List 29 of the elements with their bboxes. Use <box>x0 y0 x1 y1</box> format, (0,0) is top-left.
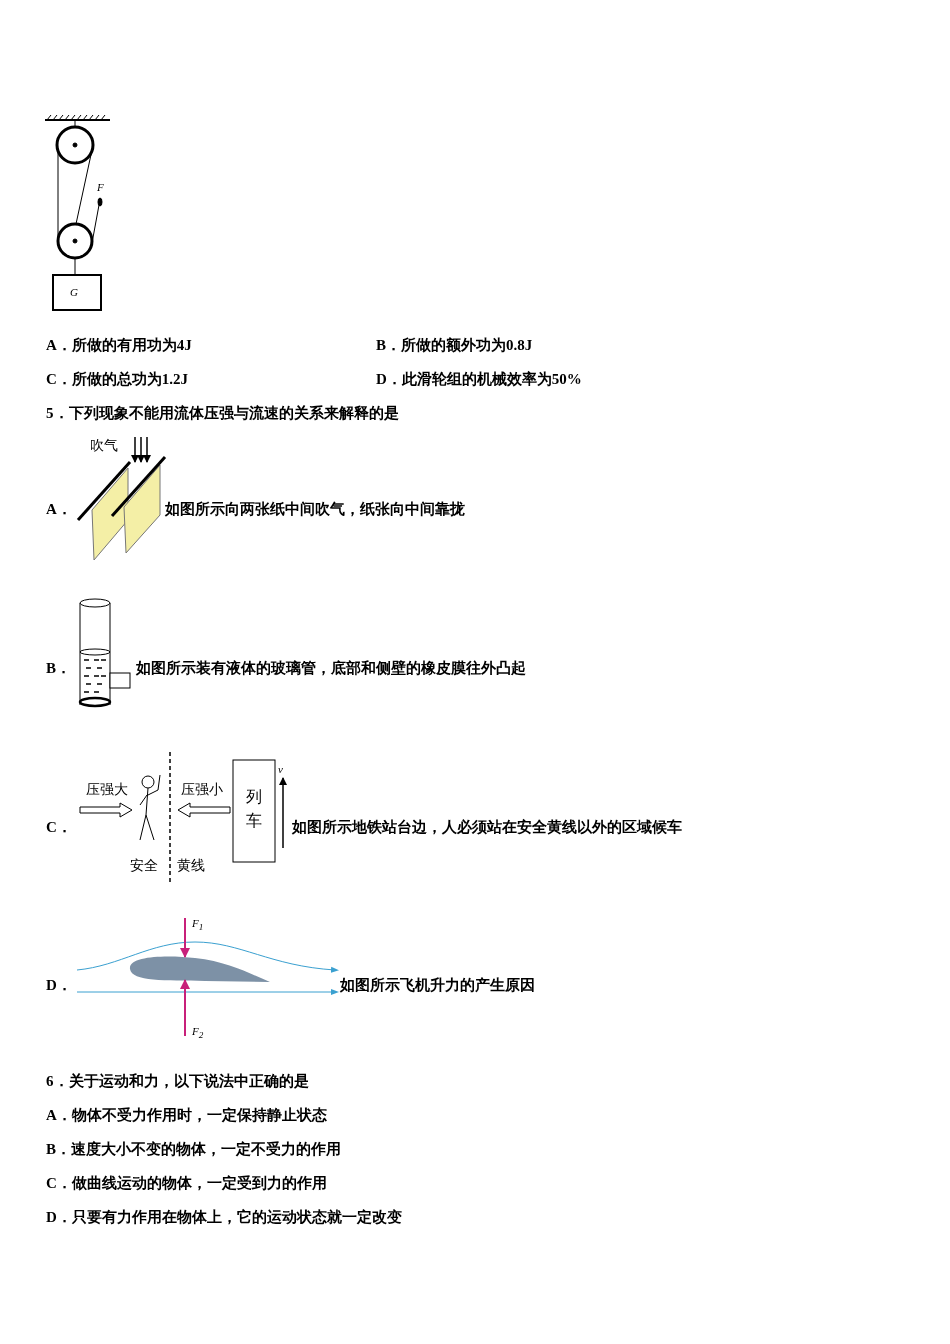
figure-label: v <box>278 762 283 777</box>
answer-option: 如图所示飞机升力的产生原因 <box>340 976 535 994</box>
answer-option: A．物体不受力作用时，一定保持静止状态 <box>46 1106 327 1124</box>
answer-option: A．所做的有用功为4J <box>46 336 192 354</box>
answer-option: 如图所示向两张纸中间吹气，纸张向中间靠拢 <box>165 500 465 518</box>
answer-option: D．此滑轮组的机械效率为50% <box>376 370 582 388</box>
answer-option: 如图所示装有液体的玻璃管，底部和侧壁的橡皮膜往外凸起 <box>136 659 526 677</box>
option-letter: B． <box>46 659 71 677</box>
answer-option: D．只要有力作用在物体上，它的运动状态就一定改变 <box>46 1208 402 1226</box>
figure-label: 安全 <box>130 856 158 874</box>
option-letter: A． <box>46 500 72 518</box>
figure-label: 吹气 <box>90 436 118 454</box>
figure-label: 压强小 <box>181 780 223 798</box>
question-text: 6．关于运动和力，以下说法中正确的是 <box>46 1072 309 1090</box>
answer-option: 如图所示地铁站台边，人必须站在安全黄线以外的区域候车 <box>292 818 682 836</box>
weight-label: G <box>70 285 78 300</box>
option-letter: D． <box>46 976 72 994</box>
answer-option: C．所做的总功为1.2J <box>46 370 189 388</box>
force-label: F$_{1}$ <box>192 916 204 935</box>
force-label: F$_{2}$ <box>192 1024 204 1043</box>
figure-label: 黄线 <box>177 856 205 874</box>
question-text: 5．下列现象不能用流体压强与流速的关系来解释的是 <box>46 404 399 422</box>
option-letter: C． <box>46 818 72 836</box>
answer-option: B．速度大小不变的物体，一定不受力的作用 <box>46 1140 341 1158</box>
answer-option: C．做曲线运动的物体，一定受到力的作用 <box>46 1174 327 1192</box>
figure-label: 列车 <box>246 786 262 832</box>
answer-option: B．所做的额外功为0.8J <box>376 336 533 354</box>
figure-label: 压强大 <box>86 780 128 798</box>
force-label: F <box>97 180 104 195</box>
